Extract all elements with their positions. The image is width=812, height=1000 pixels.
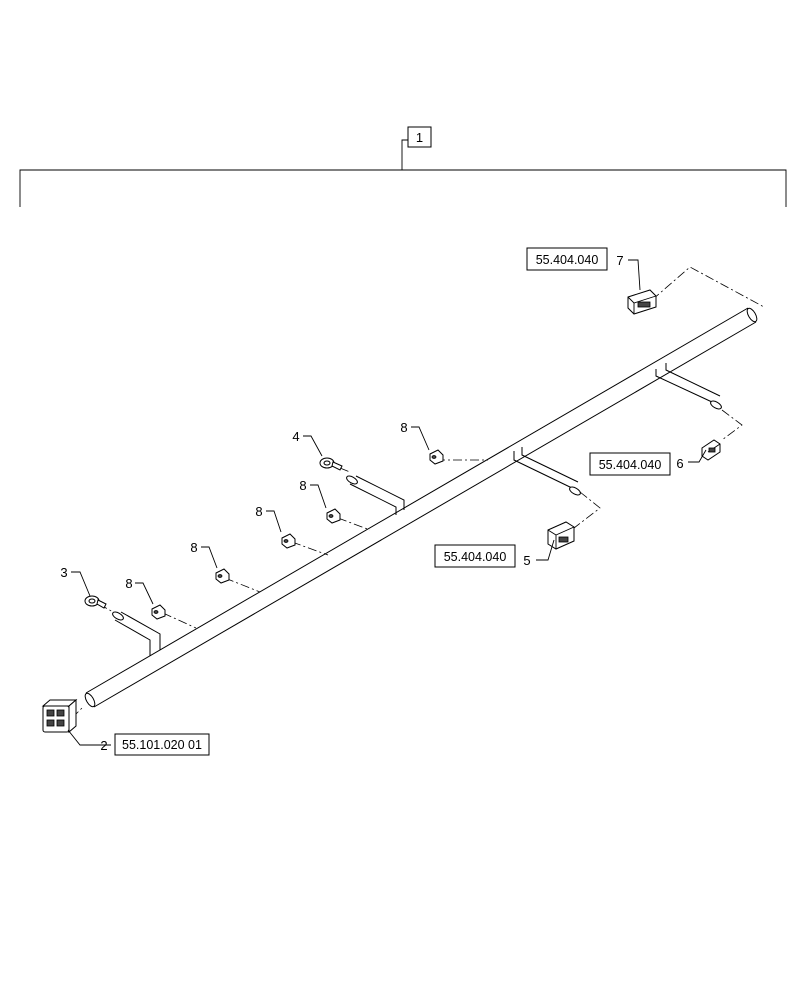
ref-label-item-6: 55.404.040: [599, 458, 662, 472]
callout-3: 3: [60, 565, 67, 580]
callout-5: 5: [523, 553, 530, 568]
ref-label-item-2: 55.101.020 01: [122, 738, 202, 752]
ref-box-item-5: [434, 544, 516, 568]
clip-item-8-c: [281, 533, 296, 549]
callout-8-b: 8: [299, 478, 306, 493]
assembly-bracket: [19, 126, 787, 207]
clip-item-8-b: [326, 508, 341, 524]
harness-branch-upper-right: [655, 363, 722, 410]
harness-branch-middle-right: [513, 447, 581, 496]
assembly-item-number: 1: [416, 130, 423, 145]
callout-8-c: 8: [255, 504, 262, 519]
harness-branch-item3: [112, 611, 161, 656]
callout-2: 2: [100, 738, 107, 753]
ref-label-item-7: 55.404.040: [536, 253, 599, 267]
callout-8-e: 8: [125, 576, 132, 591]
connection-lines: [71, 266, 765, 719]
connector-item-2: [41, 698, 78, 734]
harness-trunk: [84, 307, 758, 708]
connector-item-5: [547, 521, 575, 550]
clip-item-8-e: [151, 604, 166, 620]
ring-terminal-item-4: [319, 457, 343, 471]
ref-box-item-2: [114, 733, 210, 756]
connector-item-6: [701, 439, 721, 461]
ring-terminal-item-3: [84, 595, 107, 609]
callout-8-a: 8: [400, 420, 407, 435]
ref-box-item-6: [589, 452, 671, 476]
callout-4: 4: [292, 429, 299, 444]
leader-lines: [67, 259, 707, 746]
ref-label-item-5: 55.404.040: [444, 550, 507, 564]
callout-7: 7: [616, 253, 623, 268]
callout-8-d: 8: [190, 540, 197, 555]
connector-item-7: [627, 289, 657, 315]
clip-item-8-a: [429, 449, 444, 465]
ref-box-item-7: [526, 247, 608, 271]
clip-item-8-d: [215, 568, 230, 584]
callout-6: 6: [676, 456, 683, 471]
harness-branch-item4: [346, 475, 405, 515]
